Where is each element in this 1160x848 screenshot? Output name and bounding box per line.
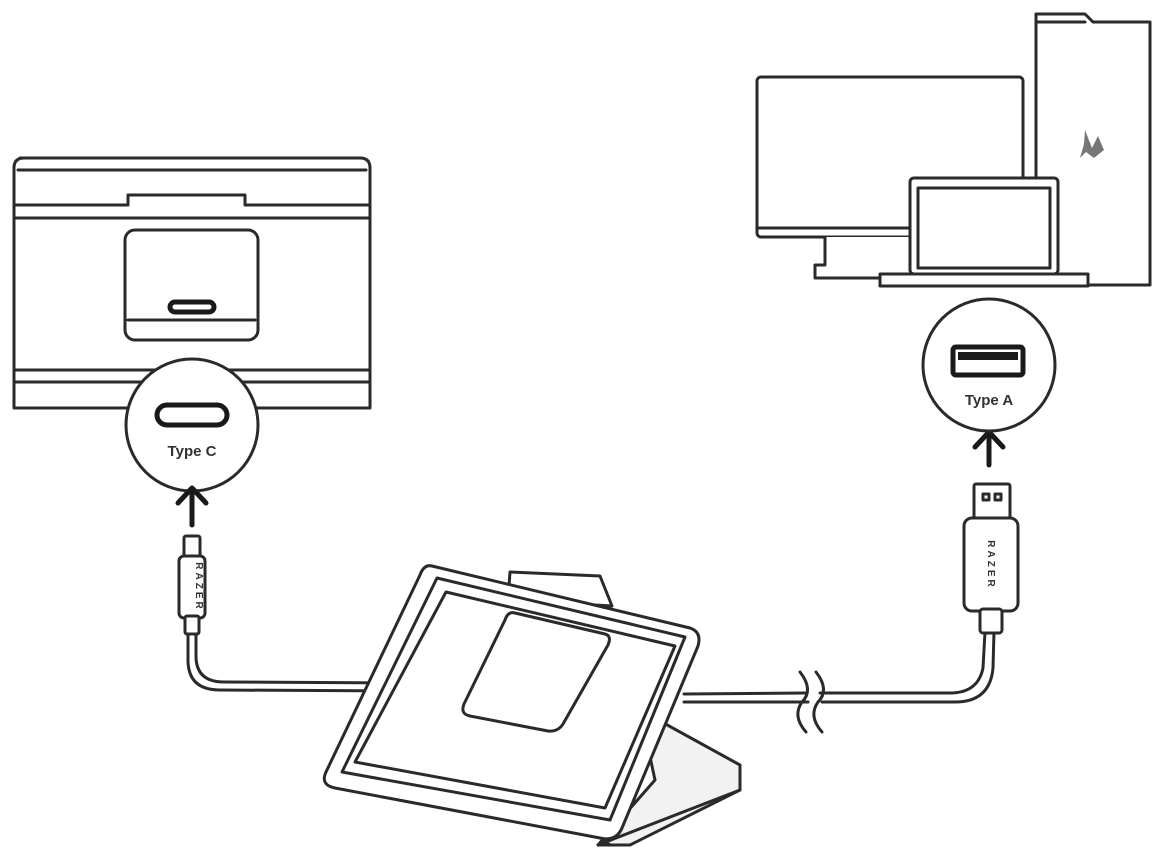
stream-controller-device: [322, 564, 742, 847]
type-c-label: Type C: [168, 443, 217, 460]
cable-brand-left: RAZER: [193, 562, 204, 611]
usb-a-plug: RAZER: [962, 482, 1020, 635]
usb-c-plug: RAZER: [177, 534, 207, 636]
razer-snake-logo-icon: [1080, 130, 1104, 158]
usb-cable: [186, 630, 996, 734]
laptop: [878, 176, 1090, 288]
cable-brand-right: RAZER: [985, 540, 996, 589]
arrow-up-icon: [175, 485, 209, 528]
type-a-label: Type A: [965, 392, 1014, 409]
type-c-port-callout: Type C: [124, 357, 260, 493]
arrow-up-icon: [972, 429, 1006, 468]
type-a-port-callout: Type A: [921, 297, 1057, 433]
